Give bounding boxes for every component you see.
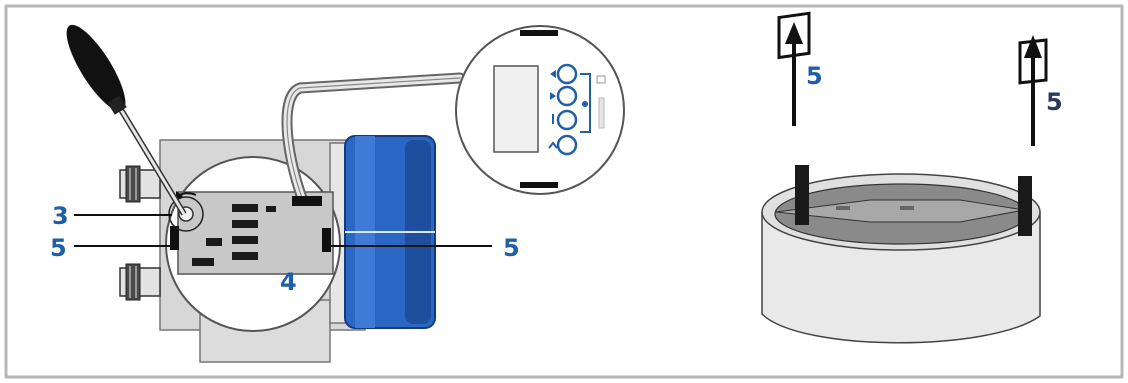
lcd-window xyxy=(494,66,538,152)
magnified-electronics-view xyxy=(166,157,340,331)
display-symbol xyxy=(599,98,604,128)
display-tab-top xyxy=(520,30,558,36)
callout-left-clip: 5 xyxy=(50,234,67,262)
cable-gland-top xyxy=(120,166,160,202)
board-component xyxy=(232,204,258,212)
board-component xyxy=(232,236,258,244)
callout-tab-right: 5 xyxy=(1046,88,1063,116)
display-tab-bottom xyxy=(520,182,558,188)
board-component xyxy=(232,220,258,228)
callout-right-clip: 5 xyxy=(503,234,520,262)
button-icon xyxy=(558,111,576,129)
button-icon xyxy=(558,136,576,154)
board-component xyxy=(266,206,276,212)
blue-display-cover xyxy=(345,136,435,328)
board-component xyxy=(192,258,214,266)
clip-right xyxy=(322,228,331,252)
zoomed-display-view xyxy=(456,26,624,194)
callout-screw: 3 xyxy=(52,202,69,230)
board-component xyxy=(232,252,258,260)
board-component xyxy=(206,238,222,246)
callout-tab-left: 5 xyxy=(806,62,823,90)
cable-gland-bottom xyxy=(120,264,160,300)
key-bracket-dot xyxy=(582,101,588,107)
module-plate-hole xyxy=(836,206,850,210)
module-plate-hole xyxy=(900,206,914,210)
callout-module: 4 xyxy=(280,268,297,296)
button-icon xyxy=(558,87,576,105)
button-icon xyxy=(558,65,576,83)
